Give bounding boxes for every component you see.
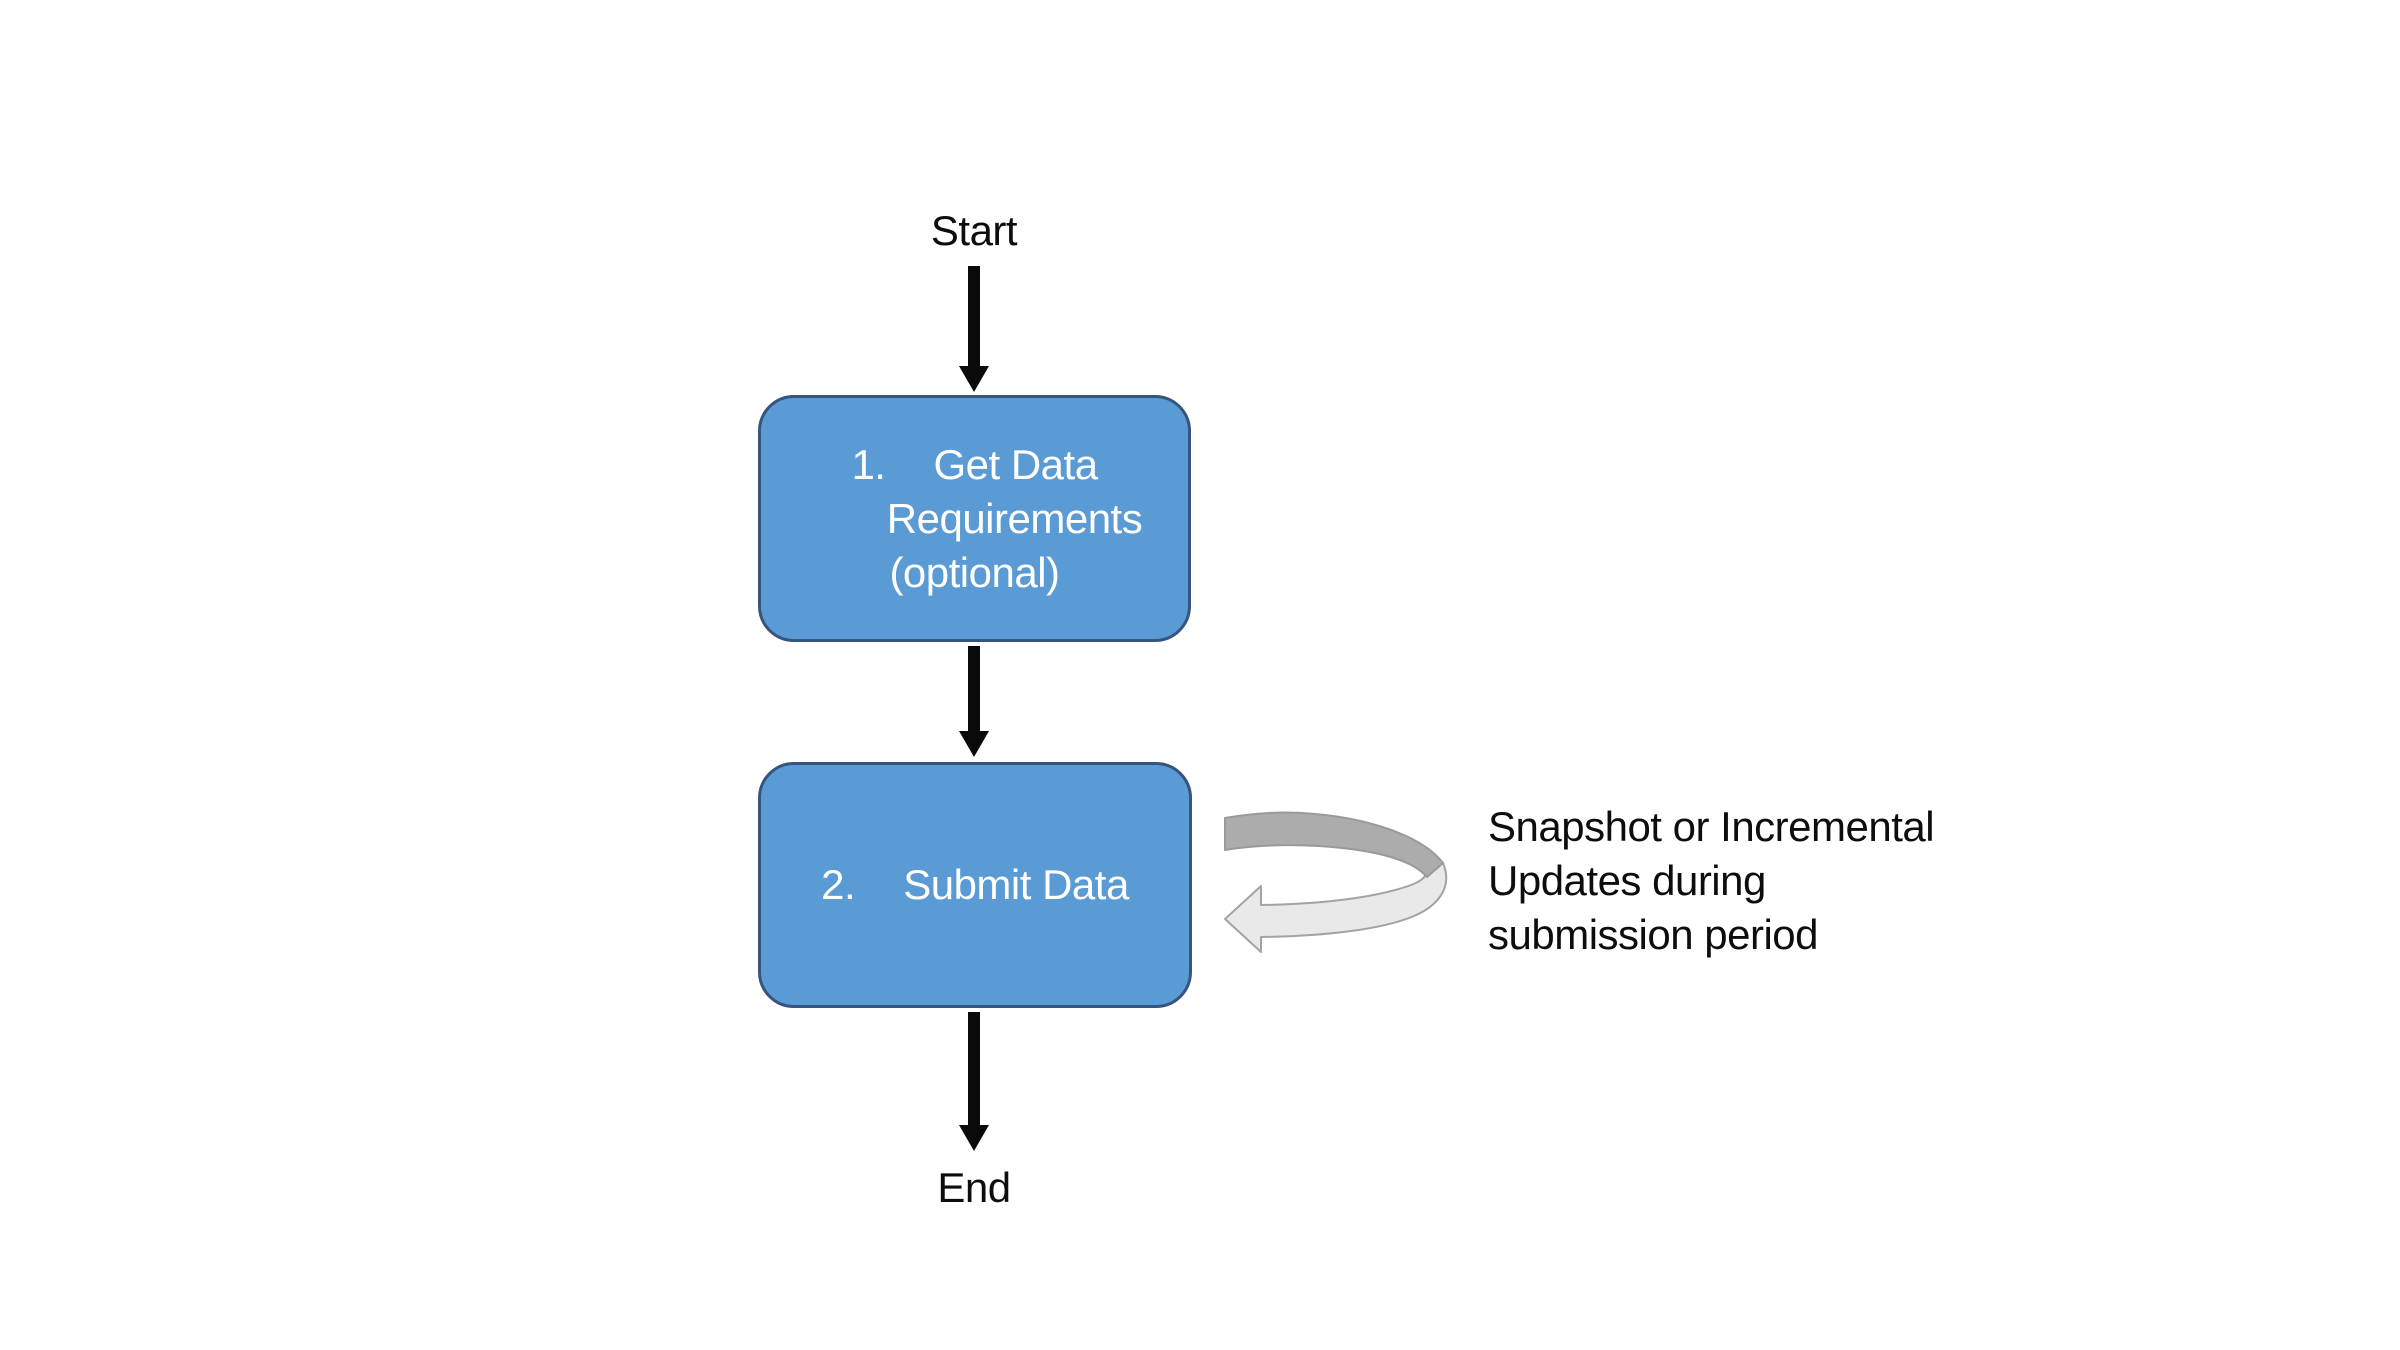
arrow-step2-to-end (959, 1012, 989, 1151)
loop-arrow-icon (1224, 811, 1448, 953)
arrow-shaft (968, 1012, 980, 1125)
arrow-head-icon (959, 1125, 989, 1151)
arrow-shaft (968, 266, 980, 366)
start-label: Start (930, 207, 1018, 254)
step2-number: 2. (821, 861, 856, 908)
step1-line1: 1. Get Data (851, 438, 1098, 492)
step1-label-line3: (optional) (889, 548, 1060, 596)
end-label: End (937, 1164, 1011, 1211)
step1-label-line2: Requirements (886, 494, 1143, 542)
arrow-head-icon (959, 731, 989, 757)
step1-number: 1. (851, 440, 886, 488)
arrow-start-to-step1 (959, 266, 989, 392)
arrow-head-icon (959, 366, 989, 392)
loop-annotation: Snapshot or Incremental Updates during s… (1488, 803, 1935, 958)
arrow-shaft (968, 646, 980, 731)
arrow-step1-to-step2 (959, 646, 989, 757)
step2-box: 2. Submit Data (758, 762, 1192, 1008)
step2-line1: 2. Submit Data (821, 858, 1129, 912)
step1-label-line1: Get Data (933, 440, 1098, 488)
step1-box: 1. Get Data Requirements (optional) (758, 395, 1191, 642)
step2-label: Submit Data (903, 861, 1129, 908)
